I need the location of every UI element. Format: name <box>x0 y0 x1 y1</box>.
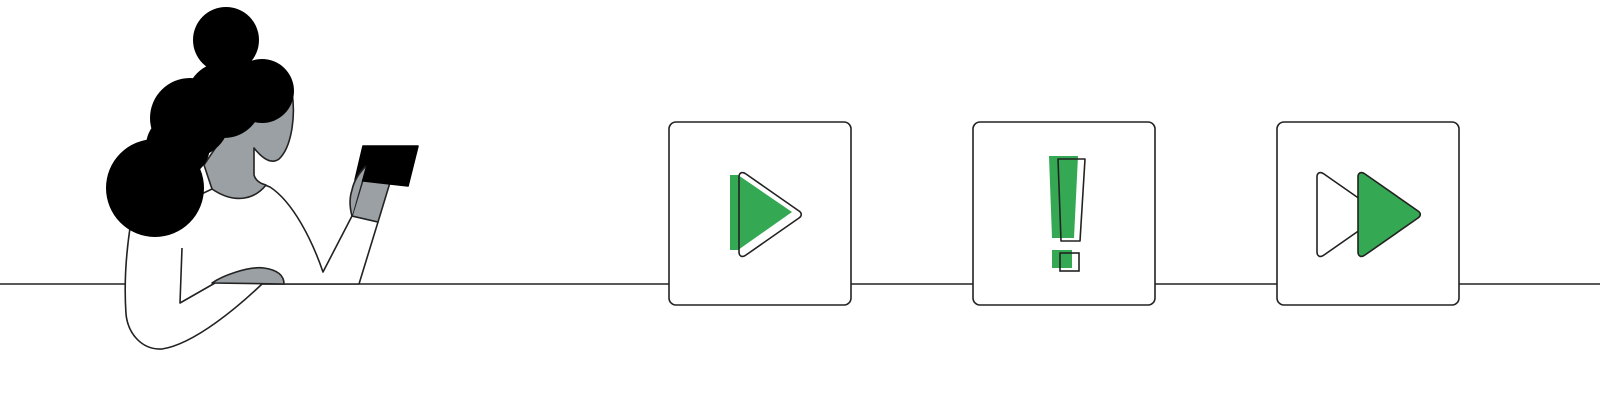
person-figure <box>106 7 419 350</box>
person-arm-crease <box>179 247 216 304</box>
person-hair-bun <box>193 7 259 73</box>
play-icon-outline <box>738 171 803 258</box>
person-hair-lower <box>106 139 204 237</box>
exclamation-bar-fill <box>1049 156 1078 238</box>
phone-device <box>354 145 419 187</box>
fast-forward-icon <box>1316 171 1422 258</box>
person-left-hand <box>211 266 285 285</box>
tile-fast-forward <box>1276 121 1460 306</box>
tile-alert <box>972 121 1156 306</box>
play-icon-fill <box>730 175 792 250</box>
tile-play <box>668 121 852 306</box>
person-thumb <box>349 165 367 217</box>
play-icon <box>730 171 803 258</box>
exclamation-dot-outline <box>1059 252 1080 272</box>
exclamation-bar-outline <box>1057 158 1086 242</box>
exclamation-icon <box>1049 156 1086 272</box>
exclamation-dot-fill <box>1052 250 1072 268</box>
fast-forward-front-triangle <box>1357 171 1422 258</box>
